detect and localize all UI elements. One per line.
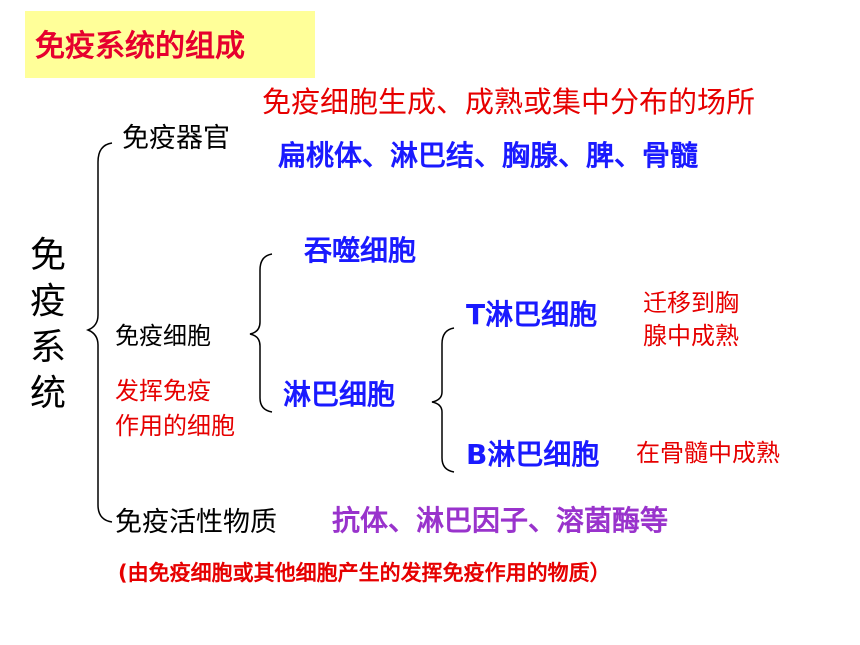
title-highlight — [25, 11, 315, 78]
lymphocyte-label: 淋巴细胞 — [283, 378, 396, 411]
t-cell-note-line-1: 迁移到胸 — [643, 289, 739, 317]
t-cell-note-line-2: 腺中成熟 — [643, 322, 739, 350]
substances-label: 免疫活性物质 — [115, 507, 277, 538]
organs-examples: 扁桃体、淋巴结、胸腺、脾、骨髓 — [278, 139, 699, 172]
organs-label: 免疫器官 — [122, 123, 230, 154]
cells-note-line-2: 作用的细胞 — [115, 412, 235, 440]
phagocyte-label: 吞噬细胞 — [304, 234, 417, 267]
root-char-2: 疫 — [30, 281, 67, 322]
page-title: 免疫系统的组成 — [35, 29, 245, 64]
root-char-4: 统 — [30, 373, 67, 414]
organs-description: 免疫细胞生成、成熟或集中分布的场所 — [262, 85, 756, 119]
t-cell-label: T淋巴细胞 — [466, 298, 598, 331]
root-char-3: 系 — [30, 327, 67, 368]
b-cell-label: B淋巴细胞 — [466, 438, 600, 471]
cells-note-line-1: 发挥免疫 — [115, 377, 211, 405]
substances-examples: 抗体、淋巴因子、溶菌酶等 — [332, 504, 669, 537]
cells-label: 免疫细胞 — [115, 322, 211, 350]
main-brace — [85, 142, 113, 523]
root-char-1: 免 — [30, 235, 67, 276]
lymph-brace — [431, 327, 455, 473]
cells-brace — [249, 253, 273, 413]
substances-note: (由免疫细胞或其他细胞产生的发挥免疫作用的物质） — [118, 561, 611, 585]
b-cell-note: 在骨髓中成熟 — [636, 439, 780, 467]
